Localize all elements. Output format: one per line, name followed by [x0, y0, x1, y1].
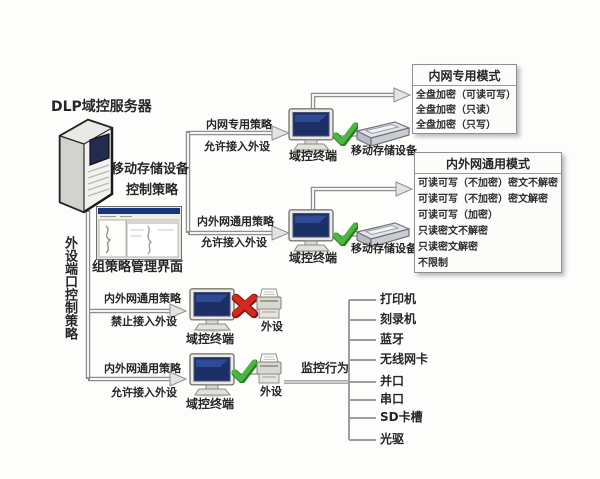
monitor-behavior-label: 监控行为 [301, 361, 350, 375]
storage2-label: 移动存储设备 [351, 242, 417, 255]
port-policy-vertical-label: 外设端口控制策略 [61, 236, 77, 340]
crt-monitor-icon [189, 353, 235, 397]
terminal2-label: 域控终端 [289, 251, 338, 265]
flow4-policy-label: 内外网通用策略 [104, 362, 181, 375]
arrow-terminal1-to-box1 [310, 87, 412, 112]
storage-policy-label-line1: 移动存储设备 [111, 162, 190, 177]
intranet-mode-box: 内网专用模式 全盘加密（可读可写） 全盘加密（只读） 全盘加密（只写） [412, 64, 517, 134]
device-item-sd-slot: SD卡槽 [380, 410, 423, 424]
usb-storage-icon [355, 121, 411, 147]
usb-storage-icon [355, 222, 411, 248]
device-item-wifi-card: 无线网卡 [380, 352, 429, 366]
peripheral3-label: 外设 [261, 320, 283, 333]
flow4-action-label: 允许接入外设 [111, 386, 177, 399]
flow1-action-label: 允许接入外设 [204, 140, 270, 153]
green-check-icon [332, 122, 358, 146]
printer-icon [256, 353, 282, 384]
storage-policy-label-line2: 控制策略 [126, 183, 179, 198]
green-check-icon [332, 222, 358, 246]
right-trunk-arrows [185, 125, 291, 241]
crt-monitor-icon [288, 209, 334, 253]
policy-window-icon [96, 206, 182, 260]
mode-item: 全盘加密（只读） [416, 105, 496, 116]
general-mode-list: 可读可写（不加密）密文不解密 可读可写（不加密）密文解密 可读可写（加密） 只读… [415, 174, 561, 274]
green-check-icon [231, 359, 257, 383]
mode-item: 可读可写（不加密）密文不解密 [418, 178, 558, 189]
mode-item: 不限制 [418, 258, 448, 269]
mode-item: 全盘加密（只写） [416, 120, 496, 131]
device-item-burner: 刻录机 [380, 312, 417, 326]
flow3-policy-label: 内外网通用策略 [104, 292, 181, 305]
device-item-serial-port: 串口 [380, 392, 405, 406]
device-tree-lines [348, 299, 376, 441]
server-title: DLP域控服务器 [51, 99, 152, 115]
general-mode-title: 内外网通用模式 [415, 153, 561, 174]
peripheral4-label: 外设 [260, 385, 282, 398]
flow3-action-label: 禁止接入外设 [111, 315, 177, 328]
mode-item: 全盘加密（可读可写） [416, 90, 516, 101]
intranet-mode-list: 全盘加密（可读可写） 全盘加密（只读） 全盘加密（只写） [413, 86, 516, 135]
flow2-policy-label: 内外网通用策略 [197, 215, 274, 228]
device-item-optical-drive: 光驱 [380, 432, 405, 446]
gpo-window-label: 组策略管理界面 [92, 260, 184, 275]
device-item-parallel-port: 并口 [380, 374, 405, 388]
mode-item: 可读可写（不加密）密文解密 [418, 194, 548, 205]
crt-monitor-icon [288, 108, 334, 152]
terminal4-label: 域控终端 [186, 397, 235, 411]
terminal1-label: 域控终端 [289, 149, 338, 163]
server-tower-icon [58, 118, 114, 214]
printer-icon [256, 288, 282, 319]
arrow-terminal2-to-box2 [310, 181, 414, 212]
mode-item: 可读可写（加密） [418, 210, 498, 221]
storage1-label: 移动存储设备 [351, 144, 417, 157]
left-trunk-arrows [85, 210, 188, 387]
crt-monitor-icon [189, 288, 235, 332]
flow2-action-label: 允许接入外设 [201, 236, 267, 249]
red-cross-icon [231, 293, 259, 319]
intranet-mode-title: 内网专用模式 [413, 65, 516, 86]
mode-item: 只读密文解密 [418, 242, 478, 253]
general-mode-box: 内外网通用模式 可读可写（不加密）密文不解密 可读可写（不加密）密文解密 可读可… [414, 152, 562, 273]
device-item-printer: 打印机 [380, 292, 417, 306]
mode-item: 只读密文不解密 [418, 226, 488, 237]
flow1-policy-label: 内网专用策略 [206, 118, 272, 131]
terminal3-label: 域控终端 [186, 332, 235, 346]
device-item-bluetooth: 蓝牙 [380, 332, 405, 346]
